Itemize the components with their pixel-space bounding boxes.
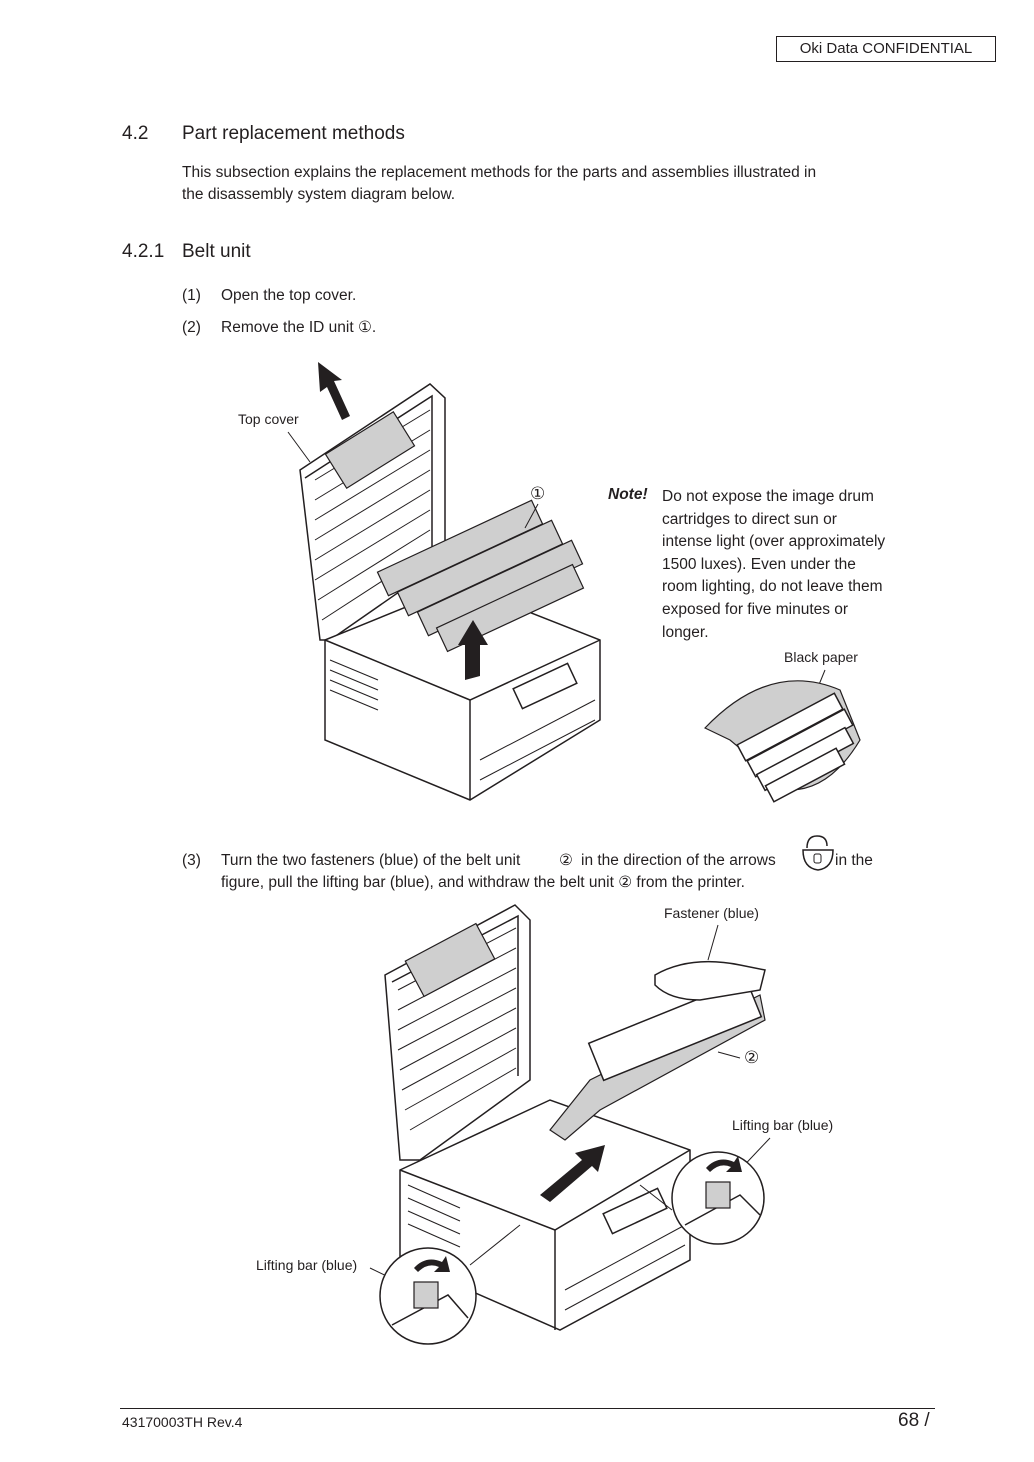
section-intro-line2: the disassembly system diagram below.: [182, 186, 456, 203]
step-2-number: (2): [182, 319, 201, 336]
subsection-number: 4.2.1: [122, 241, 165, 262]
note-line-5: room lighting, do not leave them: [662, 578, 883, 595]
section-number: 4.2: [122, 123, 149, 144]
lifting-bar-right-label: Lifting bar (blue): [732, 1117, 834, 1133]
callout-1: ①: [530, 484, 546, 503]
section-intro-line1: This subsection explains the replacement…: [182, 164, 817, 181]
step-3-text-part-d: in the: [835, 852, 873, 869]
footer-doc-id: 43170003TH Rev.4: [122, 1414, 243, 1430]
note-line-7: longer.: [662, 624, 709, 641]
step-3-text-part-c: in the direction of the arrows: [581, 852, 776, 869]
note-line-4: 1500 luxes). Even under the: [662, 556, 856, 573]
step-3-text-line2: figure, pull the lifting bar (blue), and…: [221, 874, 745, 891]
footer-rule: [120, 1408, 935, 1409]
step-3-text-part-a: Turn the two fasteners (blue) of the bel…: [221, 852, 521, 869]
note-line-2: cartridges to direct sun or: [662, 511, 837, 528]
black-paper-label: Black paper: [784, 649, 858, 665]
step-1-text: Open the top cover.: [221, 287, 357, 304]
note-line-3: intense light (over approximately: [662, 533, 886, 550]
section-title: Part replacement methods: [182, 123, 405, 144]
footer-page-number: 68 /: [898, 1410, 930, 1431]
lifting-bar-left-label: Lifting bar (blue): [256, 1257, 358, 1273]
step-2-text: Remove the ID unit ①.: [221, 319, 377, 336]
step-1-number: (1): [182, 287, 201, 304]
fastener-label: Fastener (blue): [664, 905, 759, 921]
note-keyword: Note!: [608, 486, 648, 503]
top-cover-label: Top cover: [238, 411, 299, 427]
subsection-title: Belt unit: [182, 241, 251, 262]
confidential-stamp: Oki Data CONFIDENTIAL: [776, 36, 996, 62]
unlock-arrow-icon: [802, 835, 834, 871]
step-3-text-part-b: ②: [559, 852, 573, 869]
note-line-6: exposed for five minutes or: [662, 601, 849, 618]
step-3-number: (3): [182, 852, 201, 869]
callout-2: ②: [744, 1048, 760, 1067]
note-line-1: Do not expose the image drum: [662, 488, 874, 505]
